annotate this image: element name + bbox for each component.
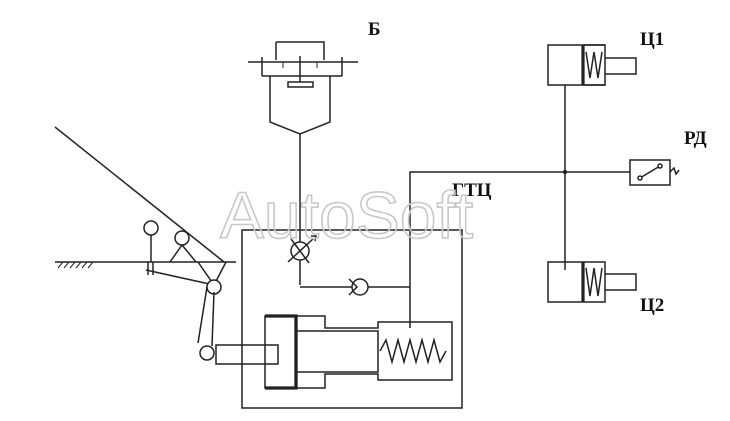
label-cylinder-2: Ц2 [640, 295, 664, 316]
wheel-cylinder-1 [547, 44, 637, 86]
wheel-cylinder-2 [547, 261, 637, 303]
check-valve [348, 278, 369, 296]
junction-node [562, 169, 568, 175]
label-booster: Б [368, 19, 381, 40]
pedal-linkage [54, 126, 236, 361]
watermark: AutoSoft [220, 178, 473, 252]
pressure-switch [629, 159, 680, 186]
label-pressure-switch: РД [684, 128, 707, 149]
label-cylinder-1: Ц1 [640, 29, 664, 50]
master-cylinder [215, 314, 453, 390]
master-cylinder-housing [241, 229, 463, 409]
booster-b [248, 41, 358, 135]
main-pressure-line [409, 171, 565, 328]
label-master-cylinder: ГТЦ [452, 180, 492, 201]
throttle-valve [287, 235, 317, 264]
